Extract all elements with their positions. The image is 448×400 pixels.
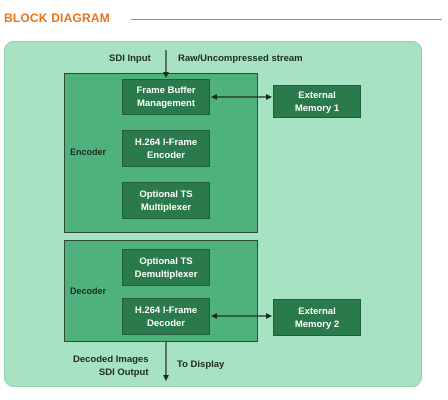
ts-demultiplexer-block: Optional TS Demultiplexer — [122, 249, 210, 286]
sdi-input-label: SDI Input — [109, 53, 151, 64]
to-display-label: To Display — [177, 359, 225, 370]
decoder-label: Decoder — [70, 286, 107, 296]
ts-multiplexer-block: Optional TS Multiplexer — [122, 182, 210, 219]
external-memory-1-block: External Memory 1 — [273, 85, 361, 118]
h264-encoder-block: H.264 I-Frame Encoder — [122, 130, 210, 167]
encoder-label: Encoder — [70, 147, 107, 157]
frame-buffer-block: Frame Buffer Management — [122, 79, 210, 115]
raw-stream-label: Raw/Uncompressed stream — [178, 53, 303, 64]
external-memory-2-block: External Memory 2 — [273, 299, 361, 336]
decoded-images-label: Decoded Images SDI Output — [73, 354, 149, 378]
h264-decoder-block: H.264 I-Frame Decoder — [122, 298, 210, 335]
title-rule — [131, 19, 442, 20]
page-title: BLOCK DIAGRAM — [4, 11, 110, 25]
